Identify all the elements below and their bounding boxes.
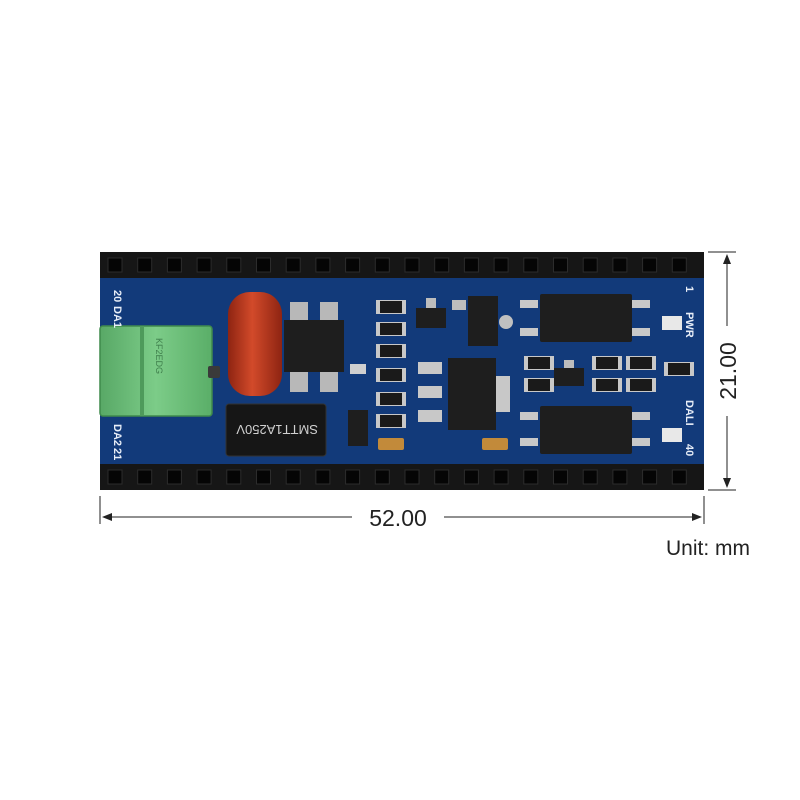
- pin-label-1: 1: [683, 286, 695, 292]
- header-pin-hole: [315, 257, 331, 273]
- width-label: 52.00: [369, 505, 427, 531]
- header-pin-hole: [493, 469, 509, 485]
- mid-transistor: [554, 360, 584, 386]
- header-pin-hole: [256, 257, 271, 273]
- header-pin-hole: [523, 257, 539, 273]
- header-pin-hole: [642, 257, 658, 273]
- bridge-rectifier: [284, 302, 344, 392]
- fuse-marking: SMTT1A250V: [236, 422, 318, 437]
- pin-label-21: 21: [111, 448, 123, 460]
- header-pin-hole: [107, 469, 123, 485]
- smd-resistor: [592, 378, 622, 392]
- screw-terminal: KF2EDG: [99, 325, 220, 417]
- voltage-regulator: [418, 358, 510, 430]
- header-pin-hole: [196, 469, 212, 485]
- smd-resistor: [626, 356, 656, 370]
- optocoupler-top: [520, 294, 650, 342]
- header-pin-hole: [374, 257, 390, 273]
- header-pin-hole: [374, 469, 390, 485]
- header-pin-hole: [256, 469, 271, 485]
- header-pin-hole: [196, 257, 212, 273]
- header-pin-hole: [345, 257, 361, 273]
- diode: [348, 364, 368, 446]
- resistor-column: [376, 300, 406, 428]
- smd-resistor: [664, 362, 694, 376]
- header-pin-hole: [463, 469, 479, 485]
- header-pin-hole: [226, 257, 242, 273]
- smd-resistor: [376, 344, 406, 358]
- optocoupler-bottom: [520, 406, 650, 454]
- header-pin-hole: [137, 469, 153, 485]
- power-led: [662, 316, 682, 330]
- pin-label-20: 20: [111, 290, 123, 302]
- header-pin-hole: [137, 257, 153, 273]
- small-capacitors: [378, 438, 508, 450]
- smd-resistor: [376, 392, 406, 406]
- header-pin-hole: [582, 469, 598, 485]
- terminal-label-da1: DA1: [111, 306, 123, 328]
- header-pin-hole: [671, 257, 687, 273]
- header-pin-hole: [642, 469, 658, 485]
- smd-resistor: [524, 378, 554, 392]
- smd-resistor: [376, 300, 406, 314]
- header-pin-hole: [434, 469, 450, 485]
- header-pin-hole: [493, 257, 509, 273]
- header-pin-hole: [582, 257, 598, 273]
- width-dimension: 52.00: [99, 496, 705, 531]
- header-pin-hole: [166, 257, 182, 273]
- x2-capacitor: [228, 292, 282, 396]
- unit-label: Unit: mm: [666, 537, 750, 560]
- smd-resistor: [524, 356, 554, 370]
- smd-resistor: [592, 356, 622, 370]
- smd-resistor: [626, 378, 656, 392]
- fuse: SMTT1A250V: [225, 403, 327, 457]
- height-label: 21.00: [715, 342, 741, 400]
- header-pin-hole: [166, 469, 182, 485]
- top-transistor: [416, 298, 446, 328]
- transistor-regulator: [452, 296, 513, 346]
- smd-resistor: [376, 368, 406, 382]
- header-pin-hole: [107, 257, 123, 273]
- header-pin-hole: [404, 257, 420, 273]
- header-pin-hole: [226, 469, 242, 485]
- header-pin-hole: [612, 469, 628, 485]
- terminal-marking: KF2EDG: [154, 338, 164, 374]
- header-pin-hole: [345, 469, 361, 485]
- smd-resistor: [376, 414, 406, 428]
- pwr-label: PWR: [683, 312, 695, 338]
- header-pin-hole: [434, 257, 450, 273]
- pin-label-40: 40: [683, 444, 695, 456]
- top-pin-header: [100, 252, 704, 278]
- header-pin-hole: [523, 469, 539, 485]
- height-dimension: 21.00: [708, 251, 741, 491]
- header-pin-hole: [463, 257, 479, 273]
- bottom-pin-header: [100, 464, 704, 490]
- header-pin-hole: [285, 469, 301, 485]
- header-pin-hole: [315, 469, 331, 485]
- resistor-array: [524, 356, 694, 392]
- header-pin-hole: [404, 469, 420, 485]
- header-pin-hole: [671, 469, 687, 485]
- header-pin-hole: [612, 257, 628, 273]
- header-pin-hole: [285, 257, 301, 273]
- terminal-label-da2: DA2: [111, 424, 123, 446]
- header-pin-hole: [553, 469, 568, 485]
- dali-led: [662, 428, 682, 442]
- dali-label: DALI: [683, 400, 695, 426]
- smd-resistor: [376, 322, 406, 336]
- header-pin-hole: [553, 257, 568, 273]
